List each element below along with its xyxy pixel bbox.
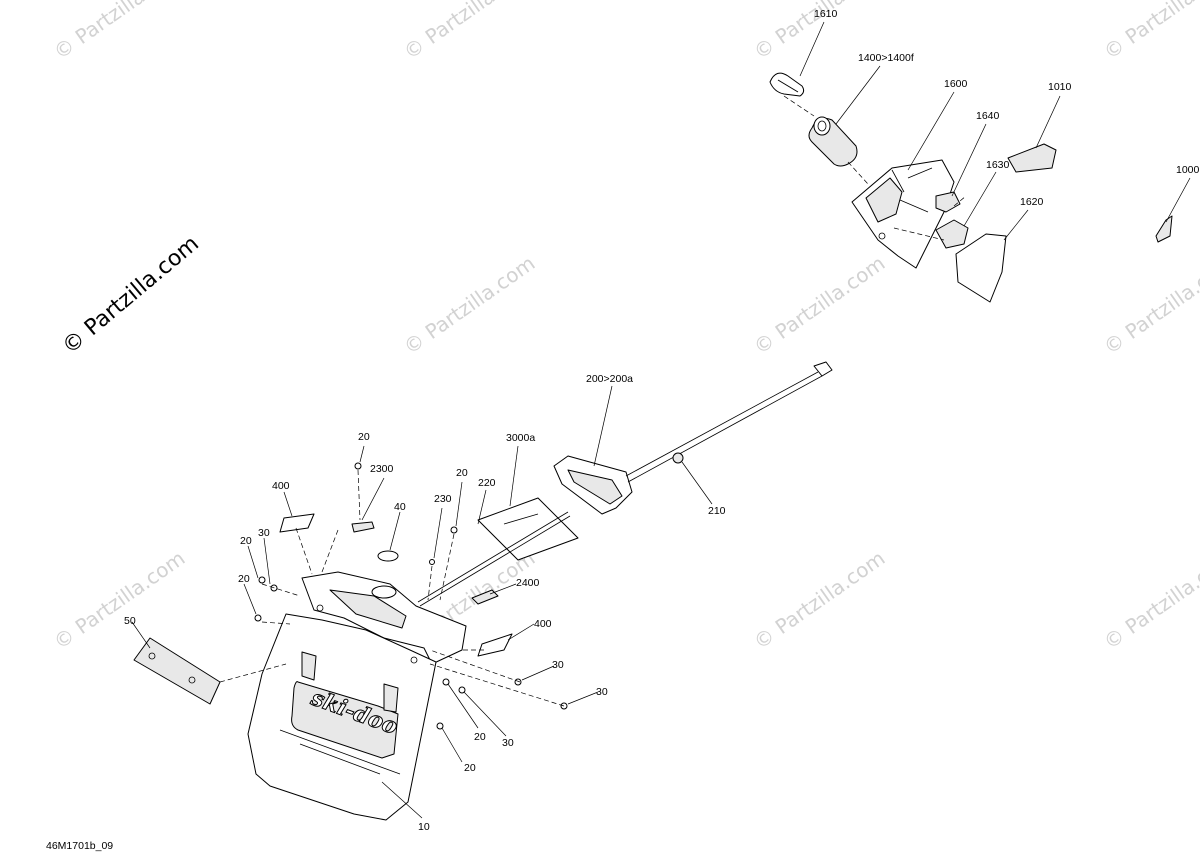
callout-1000[interactable]: 1000	[1176, 164, 1200, 176]
callout-20[interactable]: 20	[456, 467, 468, 479]
callout-210[interactable]: 210	[708, 505, 726, 517]
watermark: © Partzilla.com	[749, 251, 889, 359]
brand-label: © Partzilla.com	[58, 231, 204, 359]
callout-30[interactable]: 30	[552, 659, 564, 671]
fastener[interactable]	[442, 678, 450, 686]
callout-220[interactable]: 220	[478, 477, 496, 489]
callout-30[interactable]: 30	[258, 527, 270, 539]
part-3000a-decal[interactable]	[477, 497, 579, 561]
part-1600-housing[interactable]	[851, 159, 955, 269]
watermark: © Partzilla.com	[1099, 546, 1200, 654]
watermark: © Partzilla.com	[399, 0, 539, 64]
callout-2400[interactable]: 2400	[516, 577, 540, 589]
part-200-wire	[625, 371, 819, 477]
diagram-reference: 46M1701b_09	[46, 840, 113, 852]
fastener[interactable]	[450, 526, 458, 534]
watermark: © Partzilla.com	[49, 546, 189, 654]
part-40-grommet[interactable]	[377, 550, 399, 562]
fastener[interactable]	[429, 559, 435, 565]
watermark: © Partzilla.com	[49, 0, 189, 64]
callout-1010[interactable]: 1010	[1048, 81, 1072, 93]
callout-20[interactable]: 20	[238, 573, 250, 585]
callout-1610[interactable]: 1610	[814, 8, 838, 20]
callout-30[interactable]: 30	[596, 686, 608, 698]
part-2300-reflector[interactable]	[351, 521, 375, 533]
callout-1640[interactable]: 1640	[976, 110, 1000, 122]
watermark: © Partzilla.com	[749, 546, 889, 654]
callout-400[interactable]: 400	[534, 618, 552, 630]
part-1010-lens[interactable]	[1007, 143, 1057, 173]
watermark: © Partzilla.com	[399, 251, 539, 359]
fastener[interactable]	[254, 614, 262, 622]
part-1630[interactable]	[935, 219, 969, 249]
callout-30[interactable]: 30	[502, 737, 514, 749]
part-400-decal[interactable]	[279, 513, 315, 533]
callout-20[interactable]: 20	[240, 535, 252, 547]
fastener[interactable]	[354, 462, 362, 470]
part-1400-bulb[interactable]	[808, 116, 858, 167]
part-50-bracket[interactable]	[133, 637, 221, 705]
taillight-assembly	[769, 72, 1173, 303]
callout-20[interactable]: 20	[464, 762, 476, 774]
fastener[interactable]	[514, 678, 522, 686]
watermark: © Partzilla.com	[1099, 251, 1200, 359]
part-400-decal[interactable]	[477, 633, 513, 657]
fastener[interactable]	[258, 576, 266, 584]
fastener[interactable]	[458, 686, 466, 694]
callout-20[interactable]: 20	[474, 731, 486, 743]
callout-1400[interactable]: 1400>1400f	[858, 52, 914, 64]
fastener[interactable]	[436, 722, 444, 730]
part-1640[interactable]	[935, 191, 961, 213]
callout-1620[interactable]: 1620	[1020, 196, 1044, 208]
callout-50[interactable]: 50	[124, 615, 136, 627]
part-210-grommet[interactable]	[672, 452, 684, 464]
callout-200[interactable]: 200>200a	[586, 373, 633, 385]
callout-10[interactable]: 10	[418, 821, 430, 833]
snowflap-assembly: ski-doo	[247, 571, 467, 821]
callout-2300[interactable]: 2300	[370, 463, 394, 475]
watermark: © Partzilla.com	[1099, 0, 1200, 64]
part-1620-cover[interactable]	[955, 233, 1007, 303]
callout-1630[interactable]: 1630	[986, 159, 1010, 171]
callout-3000a[interactable]: 3000a	[506, 432, 535, 444]
part-1000[interactable]	[1155, 215, 1173, 243]
callout-400[interactable]: 400	[272, 480, 290, 492]
center-light-assembly	[417, 361, 833, 607]
part-220-harness	[417, 511, 569, 603]
callout-labels: 1610 1400>1400f 1600 1640 1010 1630 1620…	[124, 8, 1200, 833]
hardware	[133, 462, 568, 730]
watermark-layer: © Partzilla.com © Partzilla.com © Partzi…	[49, 0, 1200, 654]
callout-20[interactable]: 20	[358, 431, 370, 443]
leader-lines	[131, 21, 1191, 819]
callout-1600[interactable]: 1600	[944, 78, 968, 90]
callout-40[interactable]: 40	[394, 501, 406, 513]
part-1610-clip[interactable]	[769, 72, 805, 97]
callout-230[interactable]: 230	[434, 493, 452, 505]
